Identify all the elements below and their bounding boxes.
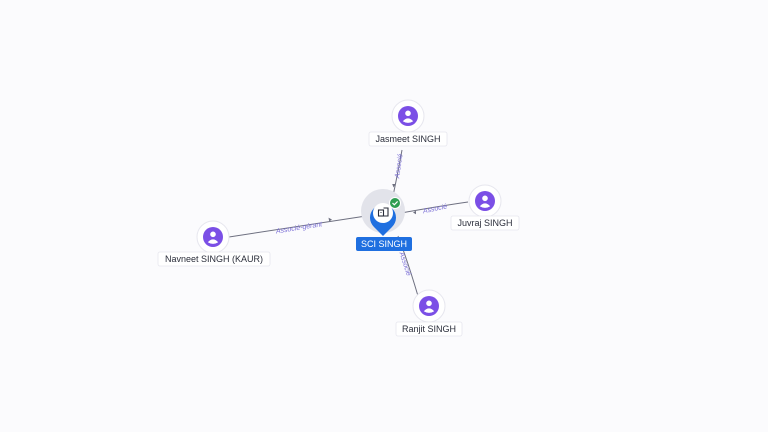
person-node-navneet[interactable]: Navneet SINGH (KAUR) [157, 220, 271, 267]
edge-label-jasmeet: Associé [394, 153, 404, 179]
center-label-bg [356, 237, 412, 251]
person-label-ranjit: Ranjit SINGH [402, 324, 456, 334]
edge-jasmeet-arrow [392, 184, 396, 188]
edge-label-navneet: Associé-gérant [274, 221, 323, 236]
center-label: SCI SINGH [361, 239, 407, 249]
person-label-navneet: Navneet SINGH (KAUR) [165, 254, 263, 264]
person-icon [207, 231, 219, 244]
edge-juvraj-arrow [413, 210, 416, 215]
person-node-juvraj[interactable]: Juvraj SINGH [450, 184, 520, 231]
person-label-juvraj: Juvraj SINGH [457, 218, 512, 228]
person-icon [479, 195, 491, 208]
person-label-jasmeet: Jasmeet SINGH [375, 134, 440, 144]
edge-navneet[interactable] [228, 215, 367, 238]
edge-navneet-arrow [328, 217, 332, 222]
building-icon [377, 207, 389, 217]
edge-juvraj[interactable] [400, 201, 469, 214]
check-icon [392, 200, 399, 206]
person-node-jasmeet[interactable]: Jasmeet SINGH [368, 99, 448, 147]
verified-badge [389, 197, 401, 209]
person-icon [423, 300, 435, 313]
edge-label-juvraj: Associé [421, 203, 448, 215]
edge-label-ranjit: Associé [397, 250, 412, 277]
person-icon [402, 110, 414, 123]
center-node[interactable]: SCI SINGH [356, 189, 412, 251]
person-node-ranjit[interactable]: Ranjit SINGH [395, 289, 463, 337]
edges: Associé Associé Associé-gérant Associé [228, 149, 469, 297]
